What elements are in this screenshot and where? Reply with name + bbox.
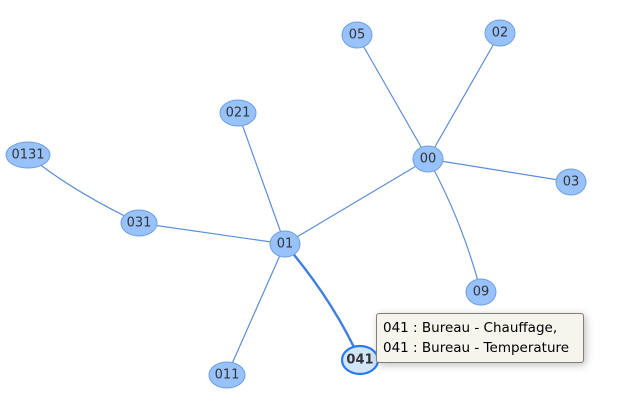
node-05-shape[interactable] [341,21,373,49]
node-02-shape[interactable] [484,19,516,47]
node-011[interactable]: 011 [208,361,246,389]
node-03-shape[interactable] [555,168,587,196]
node-011-shape[interactable] [208,361,246,389]
node-041-shape[interactable] [340,344,380,376]
edge-01-041[interactable] [284,243,362,361]
node-tooltip: 041 : Bureau - Chauffage, 041 : Bureau -… [376,313,584,363]
tooltip-line-1: 041 : Bureau - Chauffage, [383,320,558,336]
node-021-shape[interactable] [219,99,257,127]
node-09-shape[interactable] [465,278,497,306]
node-031-shape[interactable] [120,209,158,237]
node-041[interactable]: 041 [340,344,380,376]
node-0131-shape[interactable] [5,141,51,169]
node-0131[interactable]: 0131 [5,141,51,169]
node-00-shape[interactable] [412,145,444,173]
edge-00-01[interactable] [284,158,429,245]
node-05[interactable]: 05 [341,21,373,49]
edge-01-031[interactable] [138,222,286,245]
edge-00-09[interactable] [427,158,482,293]
edge-00-05[interactable] [356,34,429,160]
node-01[interactable]: 01 [269,230,301,258]
node-02[interactable]: 02 [484,19,516,47]
edge-00-03[interactable] [427,158,572,183]
node-03[interactable]: 03 [555,168,587,196]
edge-01-011[interactable] [226,243,286,376]
node-09[interactable]: 09 [465,278,497,306]
edge-01-021[interactable] [237,112,286,245]
node-021[interactable]: 021 [219,99,257,127]
tooltip-line-2: 041 : Bureau - Temperature [383,339,570,356]
edge-00-02[interactable] [427,32,501,160]
node-01-shape[interactable] [269,230,301,258]
node-031[interactable]: 031 [120,209,158,237]
node-00[interactable]: 00 [412,145,444,173]
edge-031-0131[interactable] [27,154,140,224]
